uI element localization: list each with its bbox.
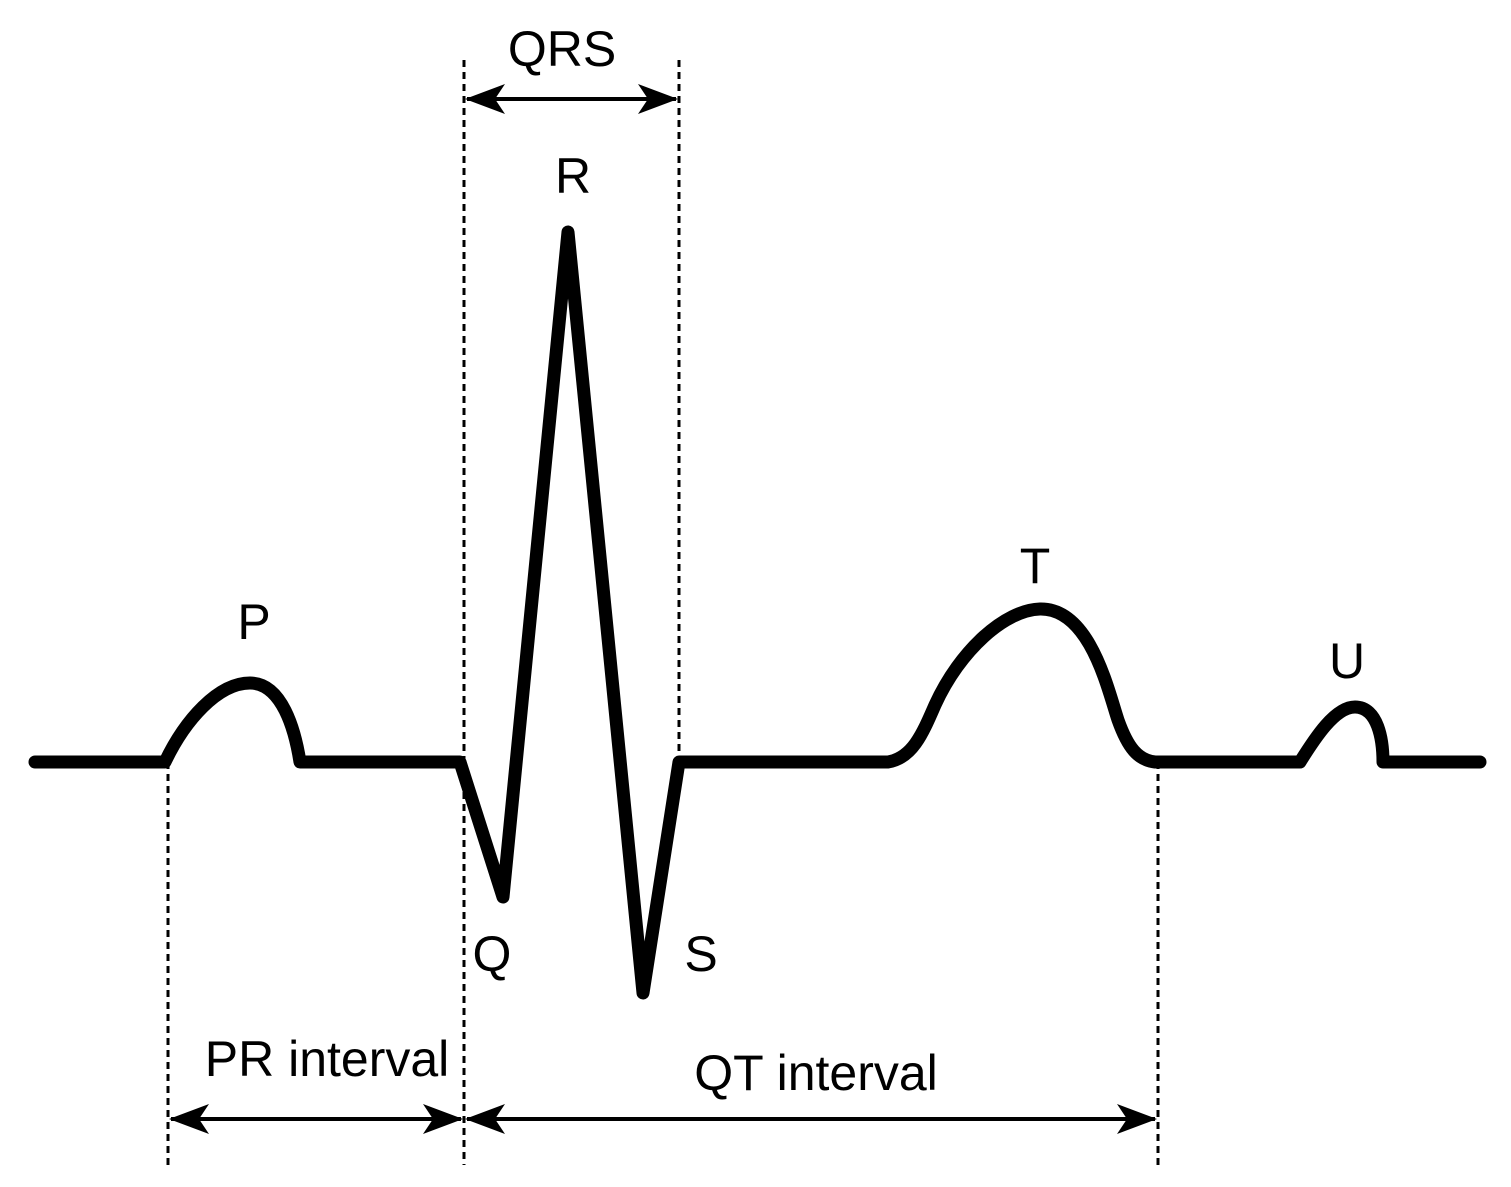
s-wave-label: S <box>684 926 717 982</box>
pr-interval-label: PR interval <box>205 1031 450 1087</box>
qrs-label: QRS <box>508 21 616 77</box>
ecg-trace <box>28 225 1487 1000</box>
t-wave-label: T <box>1020 538 1051 594</box>
u-wave-label: U <box>1329 633 1365 689</box>
qt-interval-label: QT interval <box>694 1045 938 1101</box>
q-wave-label: Q <box>473 926 512 982</box>
r-wave-label: R <box>555 148 591 204</box>
p-wave-label: P <box>237 594 270 650</box>
